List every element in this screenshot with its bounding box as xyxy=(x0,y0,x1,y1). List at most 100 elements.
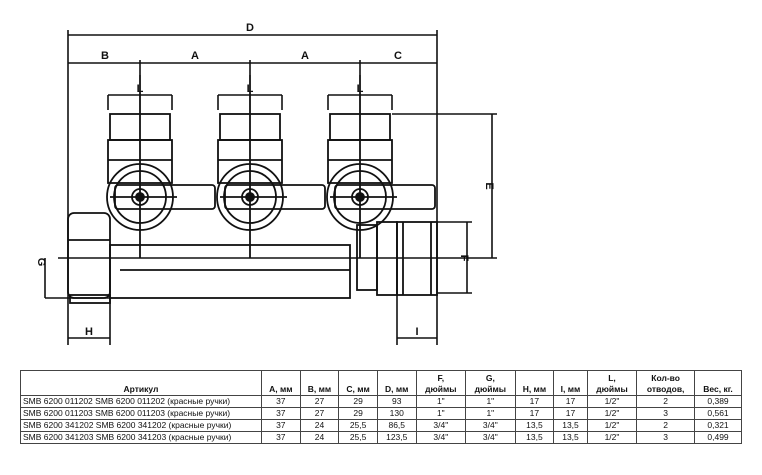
column-header-line: дюймы xyxy=(474,384,507,394)
value-cell: 13,5 xyxy=(514,431,555,444)
value-cell: 37 xyxy=(261,407,301,420)
column-header: A, мм xyxy=(261,370,301,396)
value-cell: 86,5 xyxy=(376,419,417,432)
dim-label-a: A xyxy=(191,50,199,62)
column-header: L,дюймы xyxy=(586,370,638,396)
column-header: Артикул xyxy=(20,370,262,396)
dim-label-l: L xyxy=(357,83,364,95)
table-row: SMB 6200 341203 SMB 6200 341203 (красные… xyxy=(20,431,742,444)
value-cell: 0,321 xyxy=(694,419,742,432)
column-header-line: B, мм xyxy=(307,384,332,394)
column-header-line: I, мм xyxy=(560,384,581,394)
value-cell: 29 xyxy=(338,407,378,420)
article-cell: SMB 6200 011203 SMB 6200 011203 (красные… xyxy=(20,407,262,420)
column-header-line: отводов, xyxy=(646,384,685,394)
value-cell: 24 xyxy=(299,431,340,444)
valve xyxy=(106,75,216,258)
column-header: G,дюймы xyxy=(465,370,516,396)
value-cell: 17 xyxy=(553,407,588,420)
column-header-line: H, мм xyxy=(522,384,547,394)
dimension-labels: D B A A C L L L E F G H I xyxy=(35,22,495,338)
column-header: I, мм xyxy=(553,370,588,396)
valves xyxy=(106,75,436,258)
dim-label-e: E xyxy=(483,182,495,189)
value-cell: 13,5 xyxy=(553,419,588,432)
column-header-line: D, мм xyxy=(385,384,409,394)
value-cell: 17 xyxy=(514,407,555,420)
column-header-line: L, xyxy=(608,373,616,383)
dim-label-i: I xyxy=(415,326,418,338)
value-cell: 1/2" xyxy=(586,431,638,444)
column-header: B, мм xyxy=(299,370,340,396)
column-header-line: A, мм xyxy=(269,384,293,394)
column-header-line: G, xyxy=(485,373,495,383)
column-header-line: Артикул xyxy=(123,384,159,394)
column-header-line: дюймы xyxy=(425,384,457,394)
column-header-line: F, xyxy=(437,373,445,383)
dim-label-h: H xyxy=(85,326,93,338)
value-cell: 3/4" xyxy=(415,431,467,444)
value-cell: 3/4" xyxy=(415,419,467,432)
value-cell: 37 xyxy=(261,431,301,444)
value-cell: 93 xyxy=(376,395,417,408)
value-cell: 17 xyxy=(553,395,588,408)
value-cell: 3/4" xyxy=(465,431,516,444)
value-cell: 25,5 xyxy=(338,431,378,444)
value-cell: 1" xyxy=(465,395,516,408)
manifold-technical-drawing: D B A A C L L L E F G H I xyxy=(35,22,497,345)
article-cell: SMB 6200 341203 SMB 6200 341203 (красные… xyxy=(20,431,262,444)
value-cell: 2 xyxy=(636,395,696,408)
value-cell: 13,5 xyxy=(553,431,588,444)
manifold-body xyxy=(67,212,438,304)
value-cell: 25,5 xyxy=(338,419,378,432)
value-cell: 1" xyxy=(415,407,467,420)
table-body: SMB 6200 011202 SMB 6200 011202 (красные… xyxy=(20,395,742,444)
column-header-line: Вес, кг. xyxy=(703,384,733,394)
table-row: SMB 6200 011203 SMB 6200 011203 (красные… xyxy=(20,407,742,420)
dim-label-g: G xyxy=(35,258,47,267)
dim-label-a: A xyxy=(301,50,309,62)
value-cell: 13,5 xyxy=(514,419,555,432)
article-cell: SMB 6200 341202 SMB 6200 341202 (красные… xyxy=(20,419,262,432)
article-cell: SMB 6200 011202 SMB 6200 011202 (красные… xyxy=(20,395,262,408)
value-cell: 0,499 xyxy=(694,431,742,444)
column-header: C, мм xyxy=(338,370,378,396)
table-row: SMB 6200 011202 SMB 6200 011202 (красные… xyxy=(20,395,742,408)
value-cell: 0,561 xyxy=(694,407,742,420)
value-cell: 0,389 xyxy=(694,395,742,408)
value-cell: 1" xyxy=(415,395,467,408)
valve xyxy=(216,75,326,258)
value-cell: 1/2" xyxy=(586,419,638,432)
value-cell: 1/2" xyxy=(586,407,638,420)
column-header: D, мм xyxy=(376,370,417,396)
dim-label-d: D xyxy=(246,22,254,34)
value-cell: 24 xyxy=(299,419,340,432)
value-cell: 3/4" xyxy=(465,419,516,432)
valve xyxy=(326,75,436,258)
value-cell: 123,5 xyxy=(376,431,417,444)
value-cell: 1/2" xyxy=(586,395,638,408)
value-cell: 3 xyxy=(636,407,696,420)
value-cell: 27 xyxy=(299,395,340,408)
value-cell: 3 xyxy=(636,431,696,444)
value-cell: 1" xyxy=(465,407,516,420)
dim-label-f: F xyxy=(458,255,470,262)
value-cell: 17 xyxy=(514,395,555,408)
dim-label-b: B xyxy=(101,50,109,62)
column-header-line: C, мм xyxy=(346,384,370,394)
dim-label-l: L xyxy=(137,83,144,95)
column-header: Вес, кг. xyxy=(694,370,742,396)
value-cell: 130 xyxy=(376,407,417,420)
table-row: SMB 6200 341202 SMB 6200 341202 (красные… xyxy=(20,419,742,432)
value-cell: 37 xyxy=(261,419,301,432)
dim-label-c: C xyxy=(394,50,402,62)
value-cell: 2 xyxy=(636,419,696,432)
column-header: F,дюймы xyxy=(415,370,467,396)
column-header-line: Кол-во xyxy=(651,373,680,383)
column-header: H, мм xyxy=(514,370,555,396)
value-cell: 37 xyxy=(261,395,301,408)
dim-label-l: L xyxy=(247,83,254,95)
